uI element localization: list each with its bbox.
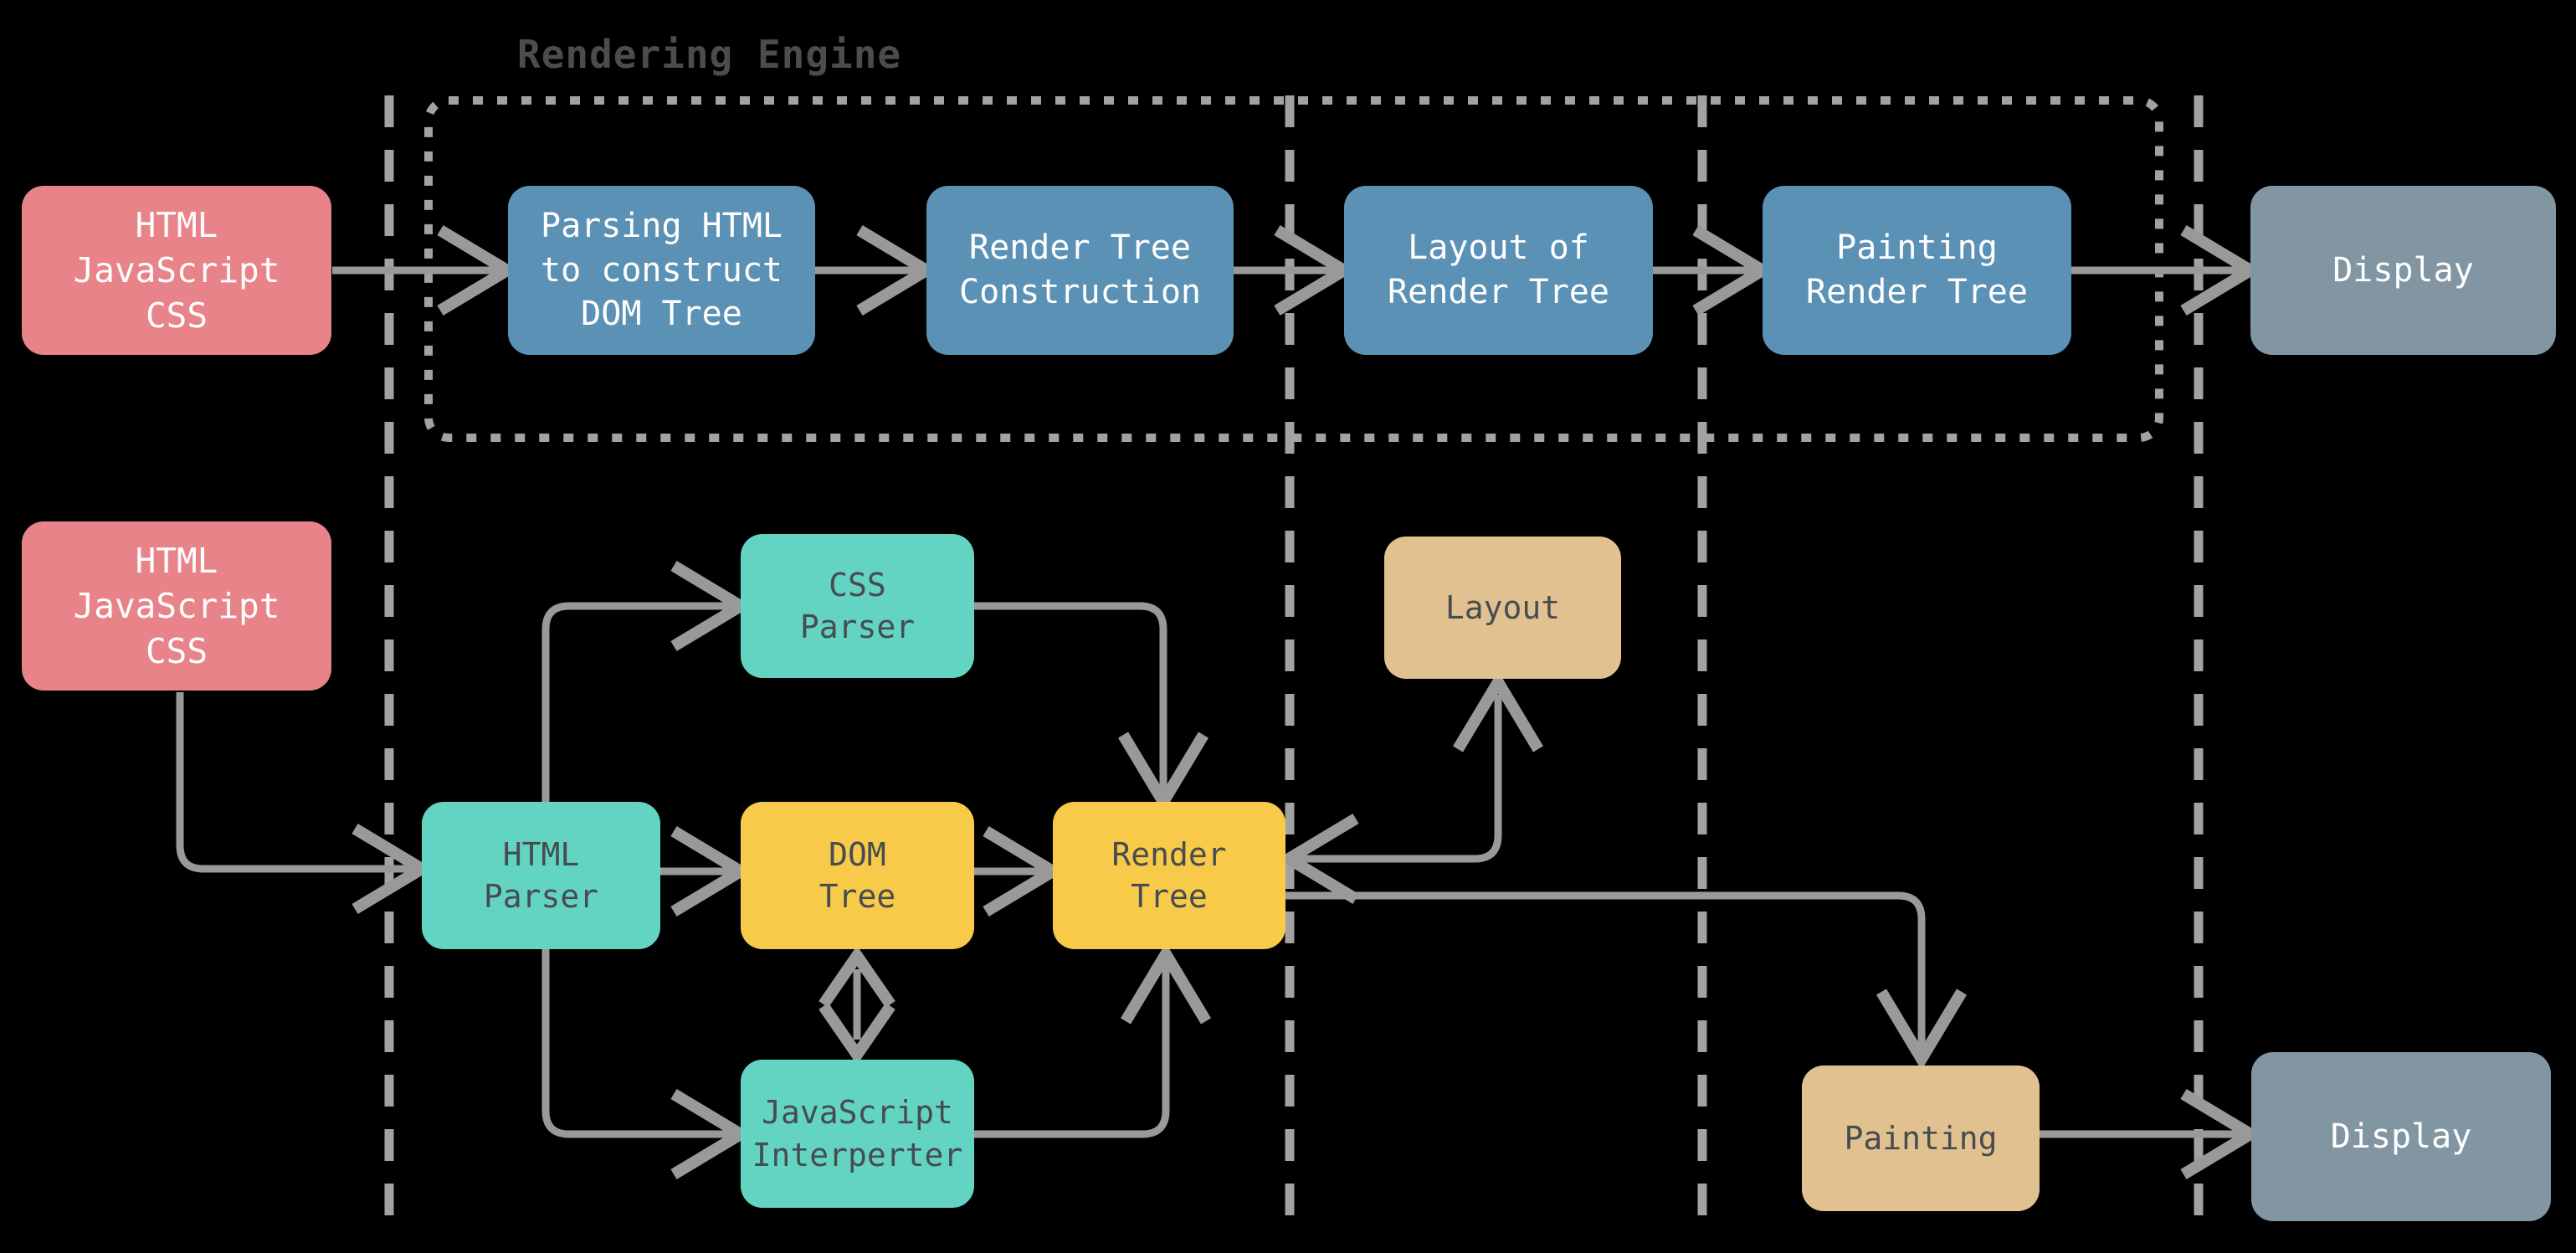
node-parsing-html: Parsing HTML to construct DOM Tree xyxy=(508,186,815,355)
node-painting: Painting xyxy=(1802,1066,2040,1211)
edge-layout-of-render-tree-to-painting-render-tree xyxy=(1653,224,1774,316)
node-html-parser: HTML Parser xyxy=(422,802,660,949)
diagram-title: Rendering Engine xyxy=(517,32,902,77)
edge-render-tree-layout-bidirectional xyxy=(1277,670,1544,905)
node-dom-tree: DOM Tree xyxy=(741,802,974,949)
edge-html-parser-to-dom-tree xyxy=(660,825,752,917)
edge-dom-tree-js-interpreter-bidirectional xyxy=(818,945,895,1066)
node-layout: Layout xyxy=(1384,537,1621,679)
edge-render-tree-to-painting xyxy=(1285,891,1968,1071)
node-display-top: Display xyxy=(2250,186,2556,355)
edge-dom-tree-to-render-tree xyxy=(974,825,1065,917)
edge-css-parser-to-render-tree xyxy=(974,602,1209,814)
edge-parsing-to-render-tree-construction xyxy=(815,224,938,316)
node-source-top: HTML JavaScript CSS xyxy=(22,186,331,355)
edge-source-top-to-parsing xyxy=(332,224,519,316)
edge-html-parser-to-js-interpreter xyxy=(541,949,752,1180)
node-painting-render-tree: Painting Render Tree xyxy=(1763,186,2071,355)
node-layout-of-render-tree: Layout of Render Tree xyxy=(1344,186,1653,355)
node-render-tree: Render Tree xyxy=(1053,802,1285,949)
edge-render-tree-construction-to-layout-of-render-tree xyxy=(1234,224,1356,316)
stage-dividers xyxy=(384,95,2204,1224)
node-js-interpreter: JavaScript Interperter xyxy=(741,1060,974,1208)
node-source-bottom: HTML JavaScript CSS xyxy=(22,521,331,691)
edge-html-parser-to-css-parser xyxy=(541,560,752,802)
node-display-bottom: Display xyxy=(2251,1052,2551,1221)
node-css-parser: CSS Parser xyxy=(741,534,974,678)
edge-painting-to-display-bottom xyxy=(2040,1088,2262,1180)
edge-js-interpreter-to-render-tree xyxy=(974,942,1212,1138)
node-render-tree-construction: Render Tree Construction xyxy=(926,186,1234,355)
